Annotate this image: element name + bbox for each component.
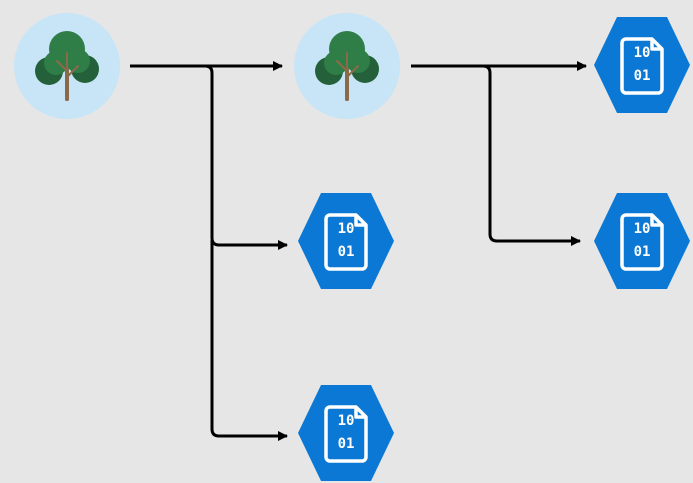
blob-line-2: 01 xyxy=(634,244,651,260)
blob-line-1: 10 xyxy=(338,413,355,429)
tree-node-root[interactable] xyxy=(13,12,121,120)
binary-file-icon xyxy=(592,15,692,115)
tree-icon xyxy=(13,12,121,120)
binary-file-icon xyxy=(296,191,396,291)
tree-node-child[interactable] xyxy=(293,12,401,120)
blob-line-2: 01 xyxy=(634,68,651,84)
edge-root-to-blob-a xyxy=(130,64,288,250)
blob-node-a[interactable]: 10 01 xyxy=(296,191,396,291)
blob-node-d[interactable]: 10 01 xyxy=(592,191,692,291)
blob-line-1: 10 xyxy=(338,221,355,237)
blob-line-2: 01 xyxy=(338,436,355,452)
edge-root-to-blob-b xyxy=(210,240,288,441)
blob-line-1: 10 xyxy=(634,221,651,237)
blob-line-2: 01 xyxy=(338,244,355,260)
connectors xyxy=(130,61,587,441)
blob-line-1: 10 xyxy=(634,45,651,61)
binary-file-icon xyxy=(296,383,396,483)
binary-file-icon xyxy=(592,191,692,291)
tree-icon xyxy=(293,12,401,120)
blob-node-b[interactable]: 10 01 xyxy=(296,383,396,483)
edge-child-to-blob-d xyxy=(411,64,581,246)
blob-node-c[interactable]: 10 01 xyxy=(592,15,692,115)
